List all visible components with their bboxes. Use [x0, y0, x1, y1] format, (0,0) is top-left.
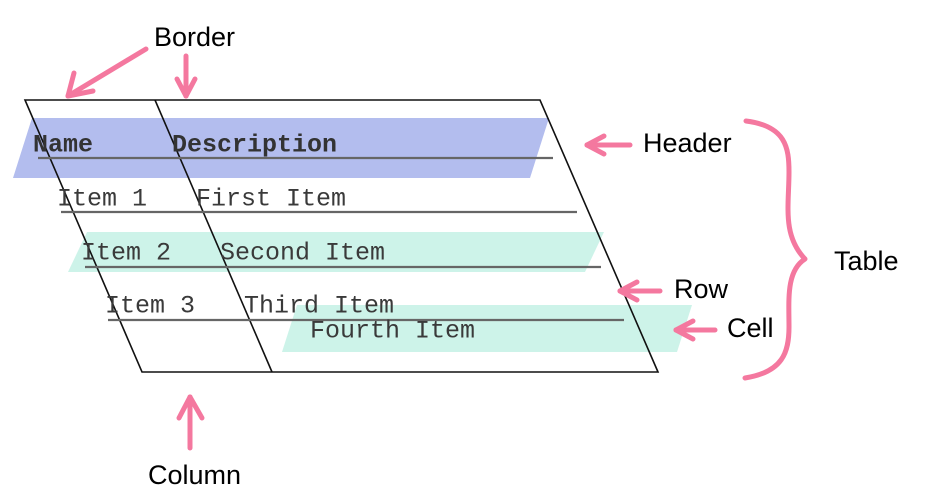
- cell-row3-description: Third Item: [244, 292, 394, 321]
- cell-row2-description: Second Item: [220, 239, 385, 268]
- row-arrow: [617, 279, 663, 303]
- callout-labels: Border Header Table Row Cell Column: [148, 22, 899, 490]
- cell-row1-description: First Item: [196, 185, 346, 214]
- header-arrow: [584, 133, 633, 157]
- border-arrow-down: [174, 53, 198, 99]
- highlight-bands: [13, 118, 692, 352]
- table-outline: [23, 99, 660, 373]
- border-arrow-diagonal: [65, 46, 149, 99]
- header-cell-name: Name: [33, 131, 93, 160]
- callout-arrows: [65, 46, 808, 451]
- cell-row1-name: Item 1: [57, 185, 147, 214]
- table-brace: [742, 118, 808, 381]
- cell-row4-description: Fourth Item: [310, 317, 475, 346]
- header-cell-description: Description: [172, 131, 337, 160]
- cell-row3-name: Item 3: [105, 292, 195, 321]
- callout-label-table: Table: [834, 246, 899, 276]
- cell-row2-name: Item 2: [81, 239, 171, 268]
- table-text: Name Description Item 1 First Item Item …: [33, 131, 394, 321]
- column-arrow: [176, 394, 205, 451]
- callout-label-cell: Cell: [727, 313, 774, 343]
- callout-label-header: Header: [643, 128, 732, 158]
- callout-label-border: Border: [154, 22, 235, 52]
- header-highlight-band: [13, 118, 549, 178]
- cell-highlight-band: [282, 305, 692, 352]
- table-border: [23, 99, 660, 373]
- column-divider: [154, 99, 273, 373]
- callout-label-row: Row: [674, 274, 729, 304]
- row-highlight-band: [68, 232, 604, 272]
- callout-label-column: Column: [148, 460, 241, 490]
- cell-arrow: [673, 318, 718, 342]
